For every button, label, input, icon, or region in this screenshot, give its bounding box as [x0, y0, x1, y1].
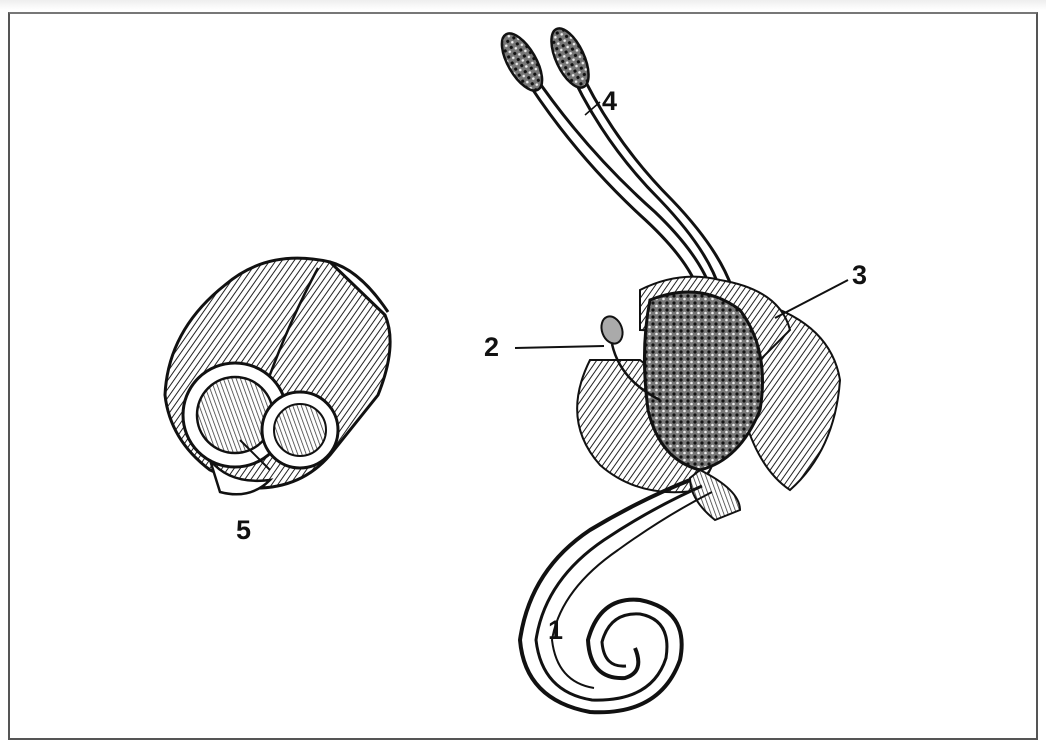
leader-line-2	[515, 346, 604, 348]
rolled-section-drawing	[165, 258, 390, 494]
label-4: 4	[602, 88, 617, 115]
label-3: 3	[852, 262, 867, 289]
curled-stalk-drawing	[520, 480, 712, 712]
label-1: 1	[548, 617, 563, 644]
label-5: 5	[236, 517, 251, 544]
label-2: 2	[484, 334, 499, 361]
leader-line-3	[775, 280, 848, 318]
stamens-drawing	[494, 23, 732, 295]
flower-drawing	[577, 277, 840, 520]
